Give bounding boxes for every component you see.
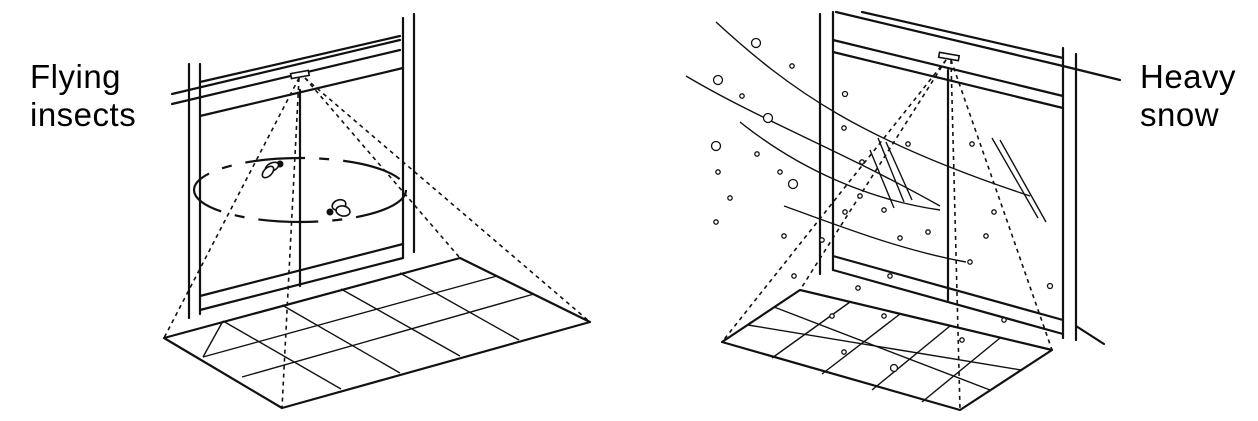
right-floor-grid: [720, 288, 1054, 412]
label-flying-insects: Flying insects: [30, 58, 136, 134]
label-flying-insects-line1: Flying: [30, 58, 122, 95]
right-sensor-icon: [937, 51, 961, 62]
insect-icon: [261, 160, 284, 179]
left-panel-drawing: [162, 12, 592, 410]
left-detection-cone: [163, 77, 591, 409]
left-sensor-icon: [289, 69, 311, 80]
left-floor-grid: [162, 256, 592, 410]
snowflakes: [710, 37, 1054, 373]
wind-lines: [685, 21, 1047, 263]
right-panel-drawing: [685, 10, 1122, 412]
label-flying-insects-line2: insects: [30, 96, 137, 133]
left-door-header: [170, 34, 402, 106]
label-heavy-snow-line2: snow: [1140, 96, 1220, 133]
right-door-frame: [818, 10, 1106, 346]
insect-flight-path: [192, 156, 408, 224]
label-heavy-snow-line1: Heavy: [1140, 58, 1237, 95]
insect-icon: [326, 198, 351, 217]
label-heavy-snow: Heavy snow: [1140, 58, 1236, 134]
left-door-frame: [187, 12, 416, 320]
right-detection-cone: [721, 59, 1053, 411]
